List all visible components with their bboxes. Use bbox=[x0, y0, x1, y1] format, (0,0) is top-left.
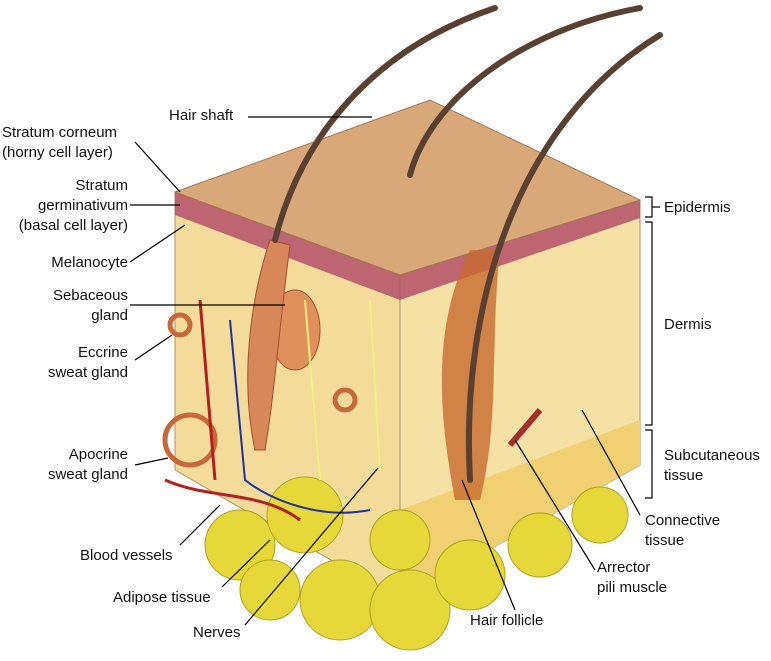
label-line: Eccrine bbox=[77, 344, 128, 361]
eccrine-gland bbox=[167, 312, 193, 338]
skin-surface bbox=[173, 99, 642, 276]
label-line: Apocrine bbox=[68, 446, 128, 463]
label-stratum-germinativum: Stratum germinativum (basal cell layer) bbox=[19, 176, 128, 236]
label-line: sweat gland bbox=[47, 466, 128, 483]
label-melanocyte: Melanocyte bbox=[51, 254, 128, 271]
label-blood-vessels: Blood vessels bbox=[80, 547, 173, 564]
label-line: germinativum bbox=[37, 197, 128, 214]
label-apocrine-sweat-gland: Apocrine sweat gland bbox=[48, 445, 128, 485]
arrector-pili-muscle bbox=[507, 408, 543, 447]
label-line: Sebaceous bbox=[52, 287, 128, 304]
label-subcutaneous-tissue: Subcutaneous tissue bbox=[664, 446, 760, 486]
label-line: Stratum bbox=[75, 177, 128, 194]
label-eccrine-sweat-gland: Eccrine sweat gland bbox=[48, 343, 128, 383]
hair-shaft-1 bbox=[272, 5, 498, 243]
label-line: sweat gland bbox=[47, 364, 128, 381]
label-dermis: Dermis bbox=[664, 316, 712, 333]
label-line: (basal cell layer) bbox=[18, 217, 128, 234]
blood-vessels bbox=[164, 299, 301, 522]
hair-shaft-3 bbox=[465, 32, 663, 483]
label-line: Subcutaneous bbox=[664, 447, 760, 464]
label-hair-shaft: Hair shaft bbox=[169, 107, 234, 124]
hair-shaft-2 bbox=[407, 5, 643, 178]
label-stratum-corneum: Stratum corneum (horny cell layer) bbox=[2, 123, 117, 163]
label-line: tissue bbox=[664, 467, 704, 484]
label-line: Stratum corneum bbox=[2, 124, 118, 141]
label-line: pili muscle bbox=[597, 579, 668, 596]
label-line: Connective bbox=[645, 512, 721, 529]
label-line: gland bbox=[91, 307, 128, 324]
label-line: (horny cell layer) bbox=[2, 144, 113, 161]
label-arrector-pili-muscle: Arrector pili muscle bbox=[597, 558, 667, 598]
veins bbox=[229, 319, 371, 514]
label-adipose-tissue: Adipose tissue bbox=[113, 589, 211, 606]
label-connective-tissue: Connective tissue bbox=[645, 511, 720, 551]
label-nerves: Nerves bbox=[193, 624, 241, 641]
label-sebaceous-gland: Sebaceous gland bbox=[53, 286, 128, 326]
nerves bbox=[304, 299, 381, 481]
label-line: tissue bbox=[645, 532, 685, 549]
label-epidermis: Epidermis bbox=[664, 199, 731, 216]
adipose-lobules bbox=[204, 476, 629, 651]
left-follicle bbox=[247, 239, 291, 451]
apocrine-gland bbox=[162, 412, 218, 468]
label-line: Arrector bbox=[597, 559, 651, 576]
label-hair-follicle: Hair follicle bbox=[470, 612, 544, 629]
